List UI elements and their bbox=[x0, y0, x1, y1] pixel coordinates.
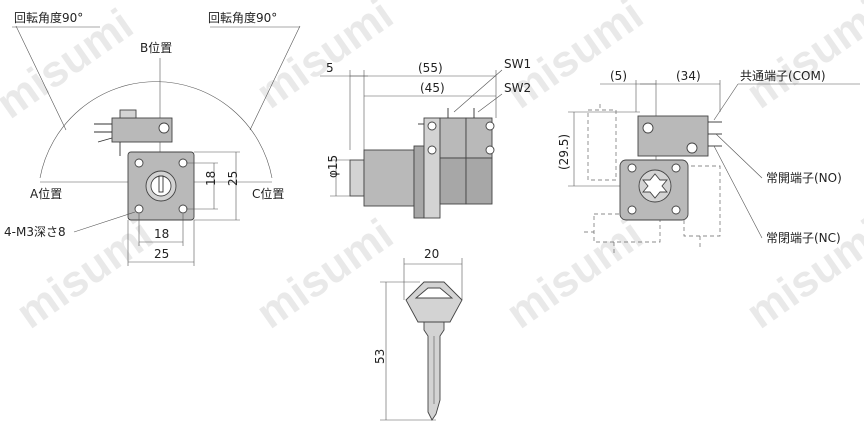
rot-left-leader bbox=[15, 25, 67, 131]
rear-switch-body bbox=[637, 115, 709, 157]
alt-switch-bottom bbox=[593, 213, 661, 243]
rear-hole-2 bbox=[671, 163, 681, 173]
side-cylinder bbox=[363, 149, 415, 207]
dim-5-side: 5 bbox=[326, 61, 334, 75]
rear-hole-4 bbox=[671, 205, 681, 215]
dim-45: (45) bbox=[420, 81, 445, 95]
nc-label: 常閉端子(NC) bbox=[766, 231, 841, 245]
side-view: 5 (55) (45) SW1 SW2 φ15 bbox=[320, 57, 531, 219]
watermark-8: misumi bbox=[738, 210, 864, 338]
dim-55: (55) bbox=[418, 61, 443, 75]
sw2-label: SW2 bbox=[504, 81, 531, 95]
no-leader bbox=[715, 133, 763, 179]
rear-switch-screw-1 bbox=[642, 122, 654, 134]
rot-left-label: 回転角度90° bbox=[14, 10, 83, 25]
key-slot bbox=[158, 175, 164, 193]
dim-25v: 25 bbox=[226, 171, 240, 186]
flange-hole-tl bbox=[134, 158, 144, 168]
key-head-hole bbox=[414, 287, 454, 299]
side-screw-3 bbox=[485, 121, 495, 131]
rot-right-label: 回転角度90° bbox=[208, 10, 277, 25]
nc-leader bbox=[713, 145, 763, 239]
side-cylinder-front bbox=[349, 159, 365, 197]
watermark-4: misumi bbox=[738, 0, 864, 118]
key-head bbox=[405, 281, 463, 323]
side-flange bbox=[413, 145, 425, 219]
rotation-arc bbox=[39, 81, 273, 179]
key-view: 20 53 bbox=[373, 247, 463, 421]
front-switch-lever bbox=[119, 109, 137, 119]
com-label: 共通端子(COM) bbox=[740, 69, 826, 83]
dim-25h: 25 bbox=[154, 247, 169, 261]
rear-cam-gear bbox=[642, 173, 668, 199]
screw-label: 4-M3深さ8 bbox=[4, 225, 66, 239]
side-screw-1 bbox=[427, 121, 437, 131]
pos-c-label: C位置 bbox=[252, 186, 284, 201]
rear-dim-5: (5) bbox=[610, 69, 627, 83]
dim-18h: 18 bbox=[154, 227, 169, 241]
com-leader bbox=[713, 83, 739, 121]
sw2-leader bbox=[477, 93, 503, 113]
side-screw-2 bbox=[427, 145, 437, 155]
front-switch-screw bbox=[158, 122, 170, 134]
dia-label: φ15 bbox=[326, 155, 340, 178]
rear-dim-34: (34) bbox=[676, 69, 701, 83]
key-dim-53: 53 bbox=[373, 349, 387, 364]
flange-hole-br bbox=[178, 204, 188, 214]
screw-leader bbox=[73, 211, 136, 233]
front-switch-terminal-3 bbox=[97, 137, 113, 143]
rear-hole-1 bbox=[627, 163, 637, 173]
side-bracket bbox=[423, 117, 441, 219]
watermark-6: misumi bbox=[248, 210, 402, 338]
rear-view: (5) (34) (29.5) bbox=[557, 69, 860, 254]
side-switch-lower-1 bbox=[439, 157, 467, 205]
side-switch-lower-2 bbox=[465, 157, 493, 205]
flange-hole-bl bbox=[134, 204, 144, 214]
sw1-leader bbox=[453, 69, 503, 113]
alt-switch-right bbox=[683, 165, 721, 237]
side-screw-4 bbox=[485, 145, 495, 155]
key-dim-20: 20 bbox=[424, 247, 439, 261]
front-view: 回転角度90° 回転角度90° B位置 A位置 C位置 4-M3深さ8 bbox=[4, 10, 301, 266]
pos-b-label: B位置 bbox=[140, 40, 172, 55]
lock-cylinder-inner bbox=[150, 175, 172, 197]
rear-hole-3 bbox=[627, 205, 637, 215]
dim-18v: 18 bbox=[204, 171, 218, 186]
watermark-7: misumi bbox=[498, 210, 652, 338]
pos-a-label: A位置 bbox=[30, 186, 62, 201]
no-label: 常開端子(NO) bbox=[766, 171, 842, 185]
rot-right-leader bbox=[249, 25, 301, 131]
rear-dim-295: (29.5) bbox=[557, 134, 571, 170]
alt-switch-left bbox=[587, 109, 617, 181]
sw1-label: SW1 bbox=[504, 57, 531, 71]
side-switch-1 bbox=[439, 117, 467, 159]
flange-hole-tr bbox=[178, 158, 188, 168]
rear-switch-screw-2 bbox=[686, 142, 698, 154]
